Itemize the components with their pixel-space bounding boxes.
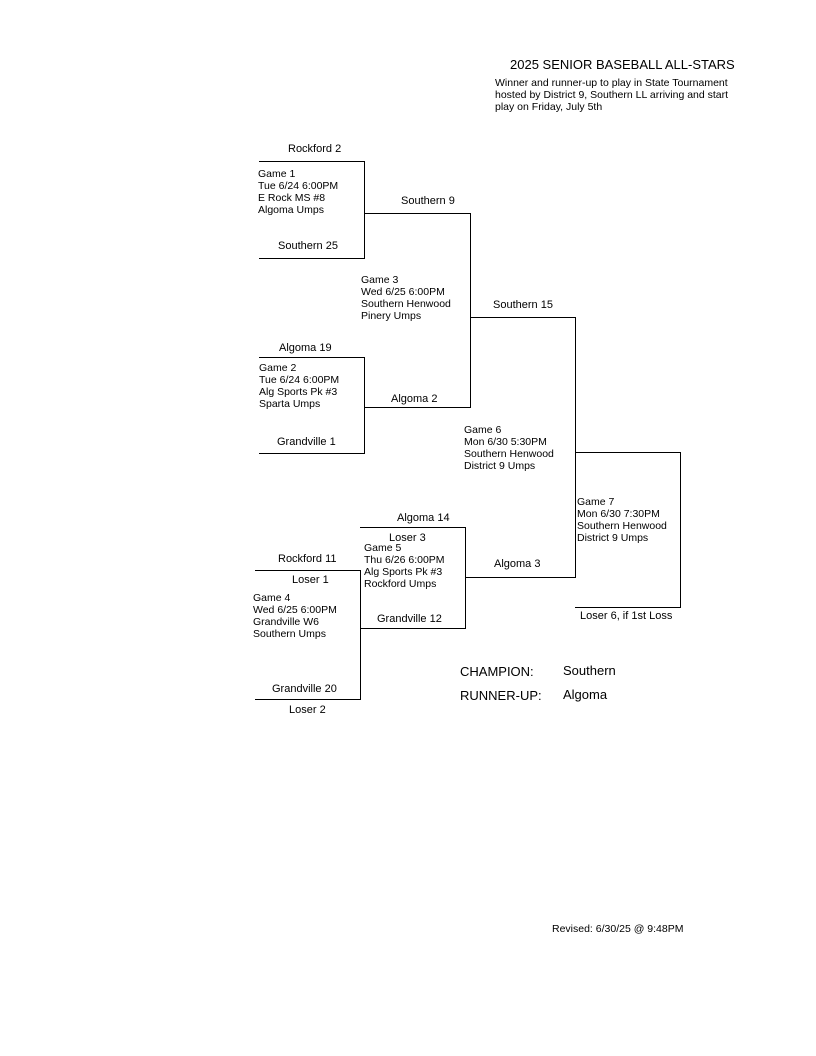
game5-info: Game 5 Thu 6/26 6:00PM Alg Sports Pk #3 … <box>364 542 445 590</box>
game7-bottom-note: Loser 6, if 1st Loss <box>580 610 673 622</box>
game-umpires: Southern Umps <box>253 628 326 640</box>
game1-info: Game 1 Tue 6/24 6:00PM E Rock MS #8 Algo… <box>258 168 338 216</box>
game4-bottom-team: Grandville 20 <box>272 683 337 695</box>
game4-bottom-line <box>255 699 361 700</box>
game7-connector <box>680 452 681 608</box>
game-umpires: District 9 Umps <box>577 532 649 544</box>
game3-connector <box>470 213 471 408</box>
game7-top-line <box>575 452 681 453</box>
bracket-subtitle: Winner and runner-up to play in State To… <box>495 77 745 113</box>
game-location: Southern Henwood <box>361 298 451 310</box>
game7-bottom-line <box>575 607 681 608</box>
game-umpires: Sparta Umps <box>259 398 321 410</box>
game3-bottom-team: Algoma 2 <box>391 393 438 405</box>
game6-connector <box>575 317 576 578</box>
bracket-title: 2025 SENIOR BASEBALL ALL-STARS <box>510 57 735 72</box>
game-location: Alg Sports Pk #3 <box>259 386 338 398</box>
game-location: Southern Henwood <box>464 448 554 460</box>
game6-top-line <box>470 317 576 318</box>
game1-top-team: Rockford 2 <box>288 143 342 155</box>
game-label: Game 1 <box>258 168 296 180</box>
game3-top-team: Southern 9 <box>401 195 455 207</box>
subtitle-line: Winner and runner-up to play in State To… <box>495 77 728 89</box>
game4-connector <box>360 570 361 700</box>
runnerup-value: Algoma <box>563 687 608 702</box>
game-label: Game 7 <box>577 496 615 508</box>
game-datetime: Wed 6/25 6:00PM <box>361 286 445 298</box>
game4-top-line <box>255 570 361 571</box>
game-datetime: Tue 6/24 6:00PM <box>259 374 340 386</box>
game-umpires: District 9 Umps <box>464 460 536 472</box>
game3-bottom-line <box>364 407 471 408</box>
game5-top-note: Loser 3 <box>389 532 426 541</box>
game7-info: Game 7 Mon 6/30 7:30PM Southern Henwood … <box>577 496 667 544</box>
subtitle-line: play on Friday, July 5th <box>495 101 603 113</box>
game2-bottom-line <box>259 453 365 454</box>
game4-top-team: Rockford 11 <box>278 553 337 565</box>
game-datetime: Wed 6/25 6:00PM <box>253 604 337 616</box>
game5-connector <box>465 527 466 629</box>
game5-top-line <box>360 527 466 528</box>
game1-bottom-line <box>259 258 365 259</box>
game6-top-team: Southern 15 <box>493 299 553 311</box>
game4-bottom-note: Loser 2 <box>289 704 326 716</box>
game1-connector <box>364 161 365 259</box>
champion-value: Southern <box>563 663 616 678</box>
game4-top-note: Loser 1 <box>292 574 329 586</box>
game6-bottom-team: Algoma 3 <box>494 558 541 570</box>
game5-bottom-team: Grandville 12 <box>377 613 442 625</box>
subtitle-line: hosted by District 9, Southern LL arrivi… <box>495 89 729 101</box>
game6-info: Game 6 Mon 6/30 5:30PM Southern Henwood … <box>464 424 554 472</box>
game-datetime: Mon 6/30 7:30PM <box>577 508 660 520</box>
champion-label: CHAMPION: <box>460 664 534 679</box>
game2-bottom-team: Grandville 1 <box>277 436 336 448</box>
game2-top-line <box>259 357 365 358</box>
game-label: Game 5 <box>364 542 402 554</box>
game-datetime: Tue 6/24 6:00PM <box>258 180 339 192</box>
game-umpires: Pinery Umps <box>361 310 422 322</box>
game5-bottom-line <box>360 628 466 629</box>
game-datetime: Mon 6/30 5:30PM <box>464 436 547 448</box>
revised-timestamp: Revised: 6/30/25 @ 9:48PM <box>552 923 684 935</box>
game2-connector <box>364 357 365 454</box>
game-location: Southern Henwood <box>577 520 667 532</box>
game2-top-team: Algoma 19 <box>279 342 332 354</box>
game-label: Game 6 <box>464 424 502 436</box>
runnerup-label: RUNNER-UP: <box>460 688 542 703</box>
game1-bottom-team: Southern 25 <box>278 240 338 252</box>
game-label: Game 3 <box>361 274 399 286</box>
game1-top-line <box>259 161 365 162</box>
game-location: Alg Sports Pk #3 <box>364 566 443 578</box>
game3-top-line <box>364 213 471 214</box>
game-label: Game 4 <box>253 592 291 604</box>
game5-top-team: Algoma 14 <box>397 512 450 524</box>
game4-info: Game 4 Wed 6/25 6:00PM Grandville W6 Sou… <box>253 592 337 640</box>
game3-info: Game 3 Wed 6/25 6:00PM Southern Henwood … <box>361 274 451 322</box>
game-umpires: Algoma Umps <box>258 204 324 216</box>
game-label: Game 2 <box>259 362 297 374</box>
game6-bottom-line <box>465 577 576 578</box>
game-umpires: Rockford Umps <box>364 578 437 590</box>
game-location: E Rock MS #8 <box>258 192 326 204</box>
game2-info: Game 2 Tue 6/24 6:00PM Alg Sports Pk #3 … <box>259 362 339 410</box>
game-datetime: Thu 6/26 6:00PM <box>364 554 445 566</box>
game-location: Grandville W6 <box>253 616 319 628</box>
